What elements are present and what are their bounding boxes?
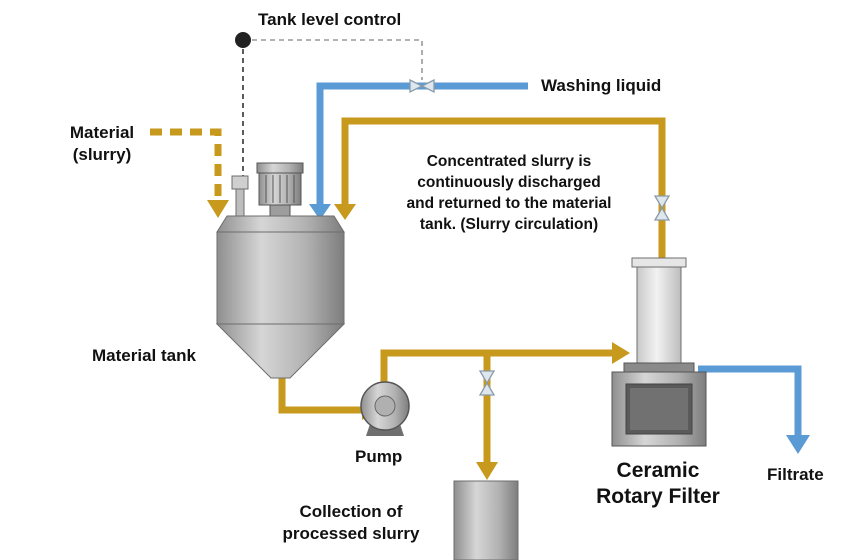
material-tank-icon [215,162,346,379]
pump-label: Pump [355,447,403,466]
tank-level-control-label: Tank level control [258,10,402,29]
filtrate-pipe [698,365,802,437]
filter-label-line2: Rotary Filter [596,485,720,508]
level-sensor-icon [235,32,251,48]
slurry-return-pipe [341,117,666,258]
pump-icon [360,381,410,436]
collection-label-line2: processed slurry [282,524,420,543]
filter-inlet-arrow-icon [612,342,630,364]
circulation-note-line3: and returned to the material [406,195,612,212]
return-inlet-arrow-icon [334,204,356,220]
circulation-note-line1: Concentrated slurry is [426,153,592,170]
tank-level-control-line [242,39,423,176]
washing-valve-icon [409,78,435,94]
circulation-note-line2: continuously discharged [417,174,601,191]
ceramic-rotary-filter-label: Ceramic Rotary Filter [572,458,744,510]
filtrate-label: Filtrate [767,465,824,484]
pump-to-filter-pipe [380,349,615,465]
filtrate-arrow-icon [786,435,810,454]
material-label: Material (slurry) [52,122,152,166]
material-label-line2: (slurry) [72,145,132,164]
filter-label-line1: Ceramic [616,459,700,482]
collection-vessel-icon [453,480,519,560]
washing-inlet-arrow-icon [309,204,331,220]
material-feed-line [150,128,222,200]
slurry-circulation-note: Concentrated slurry is continuously disc… [378,151,640,235]
collection-arrow-icon [476,462,498,480]
washing-liquid-pipe [316,82,528,208]
material-label-line1: Material [69,123,135,142]
tank-to-pump-pipe [278,378,365,414]
collection-valve-icon [478,370,496,396]
material-feed-arrow-icon [207,200,229,218]
ceramic-rotary-filter-icon [611,257,707,447]
return-valve-icon [653,195,671,221]
washing-liquid-label: Washing liquid [541,76,662,95]
circulation-note-line4: tank. (Slurry circulation) [419,216,599,233]
material-tank-label: Material tank [92,346,196,365]
collection-label-line1: Collection of [299,502,403,521]
collection-label: Collection of processed slurry [262,501,440,545]
